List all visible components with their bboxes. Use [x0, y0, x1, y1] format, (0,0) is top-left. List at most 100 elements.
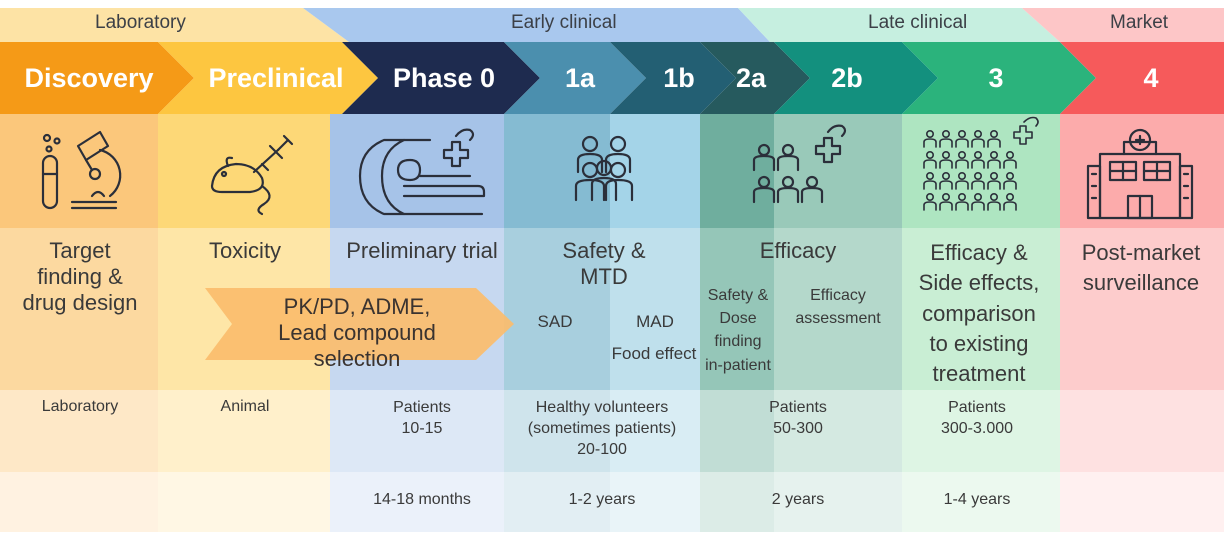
band-early-clinical	[303, 8, 770, 42]
sub-goal-2b: Efficacy assessment	[795, 287, 881, 328]
subjects-preclinical: Animal	[220, 398, 270, 415]
crowd-person-head	[989, 151, 998, 160]
crowd-person-body	[939, 201, 953, 211]
crowd-person-body	[923, 138, 937, 148]
pkpd-arrow	[205, 288, 514, 360]
crowd-person-body	[1003, 180, 1017, 190]
subjects-phase2: Patients 50-300	[769, 399, 827, 437]
crowd-person-body	[923, 159, 937, 169]
chevron-phase1a	[504, 42, 646, 114]
phase-2b-label: 2b	[831, 63, 863, 93]
phase-4-label: 4	[1143, 63, 1159, 93]
chevron-phase2a	[700, 42, 810, 114]
phase-2a-label: 2a	[735, 63, 767, 93]
phase3-icon-zone	[902, 114, 1060, 228]
crowd-person-head	[957, 130, 966, 139]
goal-preclinical: Toxicity	[208, 238, 282, 263]
crowd-person-body	[1003, 159, 1017, 169]
phase-0-label: Phase 0	[392, 63, 496, 93]
phase0-icon-zone	[330, 114, 504, 228]
stage-laboratory-label: Laboratory	[95, 12, 186, 33]
crowd-person-head	[989, 172, 998, 181]
crowd-person-head	[1005, 172, 1014, 181]
duration-phase1: 1-2 years	[568, 491, 636, 508]
small-group-icon	[574, 135, 634, 202]
crowd-person-body	[971, 201, 985, 211]
crowd-person-body	[987, 201, 1001, 211]
crowd-person-body	[939, 159, 953, 169]
subjects-phase3: Patients 300-3.000	[940, 399, 1014, 437]
crowd-person-head	[941, 151, 950, 160]
crowd-person-body	[923, 201, 937, 211]
chevron-phase2b	[774, 42, 938, 114]
crowd-person-body	[987, 159, 1001, 169]
phase-discovery-label: Discovery	[24, 63, 154, 93]
crowd-person-head	[973, 151, 982, 160]
band-late-clinical	[738, 8, 1060, 42]
duration-phase0: 14-18 months	[373, 491, 471, 508]
crowd-person-head	[989, 193, 998, 202]
crowd-person-body	[955, 159, 969, 169]
subjects-phase0: Patients 10-15	[393, 399, 451, 437]
stage-late-clinical-label: Late clinical	[868, 12, 968, 33]
crowd-person-head	[941, 193, 950, 202]
crowd-person-body	[955, 138, 969, 148]
lab-mouse-syringe-icon	[210, 134, 294, 216]
crowd-person-head	[973, 172, 982, 181]
chevron-phase4	[1060, 42, 1224, 114]
goal-phase0: Preliminary trial	[346, 238, 498, 263]
preclinical-icon-zone	[158, 114, 343, 228]
crowd-person-head	[957, 193, 966, 202]
crowd-person-head	[973, 193, 982, 202]
crowd-person-head	[1005, 151, 1014, 160]
goal-discovery: Target finding & drug design	[22, 238, 138, 315]
phase-preclinical-label: Preclinical	[208, 63, 344, 93]
subjects-discovery: Laboratory	[41, 398, 119, 415]
discovery-goal-zone	[0, 228, 158, 390]
duration-phase3: 1-4 years	[943, 491, 1011, 508]
phase1a-icon-zone	[504, 114, 610, 228]
chevron-phase1b	[610, 42, 736, 114]
crowd-person-head	[925, 172, 934, 181]
crowd-person-head	[989, 130, 998, 139]
phase-1a-label: 1a	[564, 63, 596, 93]
crowd-person-head	[973, 130, 982, 139]
crowd-person-head	[925, 193, 934, 202]
sub-goal-sad: SAD	[537, 312, 573, 331]
crowd-person-head	[957, 151, 966, 160]
band-market	[1022, 8, 1224, 42]
stage-early-clinical-label: Early clinical	[511, 12, 617, 33]
goal-phase3: Efficacy & Side effects, comparison to e…	[918, 240, 1040, 387]
phase1b-icon-zone	[610, 114, 700, 228]
sub-goal-2a: Safety & Dose finding in-patient	[705, 287, 771, 374]
pkpd-arrow-text: PK/PD, ADME, Lead compound selection	[278, 294, 436, 371]
crowd-person-head	[1005, 193, 1014, 202]
crowd-person-head	[925, 130, 934, 139]
crowd-person-body	[939, 138, 953, 148]
crowd-person-head	[941, 172, 950, 181]
crowd-person-body	[1003, 201, 1017, 211]
scanner-patient-icon	[358, 128, 486, 216]
stage-market-label: Market	[1110, 12, 1169, 33]
crowd-person-body	[971, 180, 985, 190]
crowd-person-head	[941, 130, 950, 139]
goal-phase4: Post-market surveillance	[1081, 240, 1201, 296]
crowd-person-body	[987, 180, 1001, 190]
phase2b-icon-zone	[774, 114, 902, 228]
crowd-person-head	[957, 172, 966, 181]
discovery-icon-zone	[0, 114, 158, 228]
medium-group-heart-icon	[752, 124, 847, 204]
crowd-person-body	[987, 138, 1001, 148]
crowd-person-body	[955, 201, 969, 211]
chevron-discovery	[0, 42, 194, 114]
microscope-test-tube-icon	[41, 130, 122, 210]
band-laboratory	[0, 8, 349, 42]
sub-goal-mad: MAD	[636, 312, 674, 331]
phase-3-label: 3	[988, 63, 1004, 93]
crowd-person-body	[939, 180, 953, 190]
hospital-icon	[1086, 128, 1194, 220]
crowd-person-body	[971, 138, 985, 148]
large-group-heart-icon	[923, 116, 1039, 211]
crowd-person-body	[955, 180, 969, 190]
